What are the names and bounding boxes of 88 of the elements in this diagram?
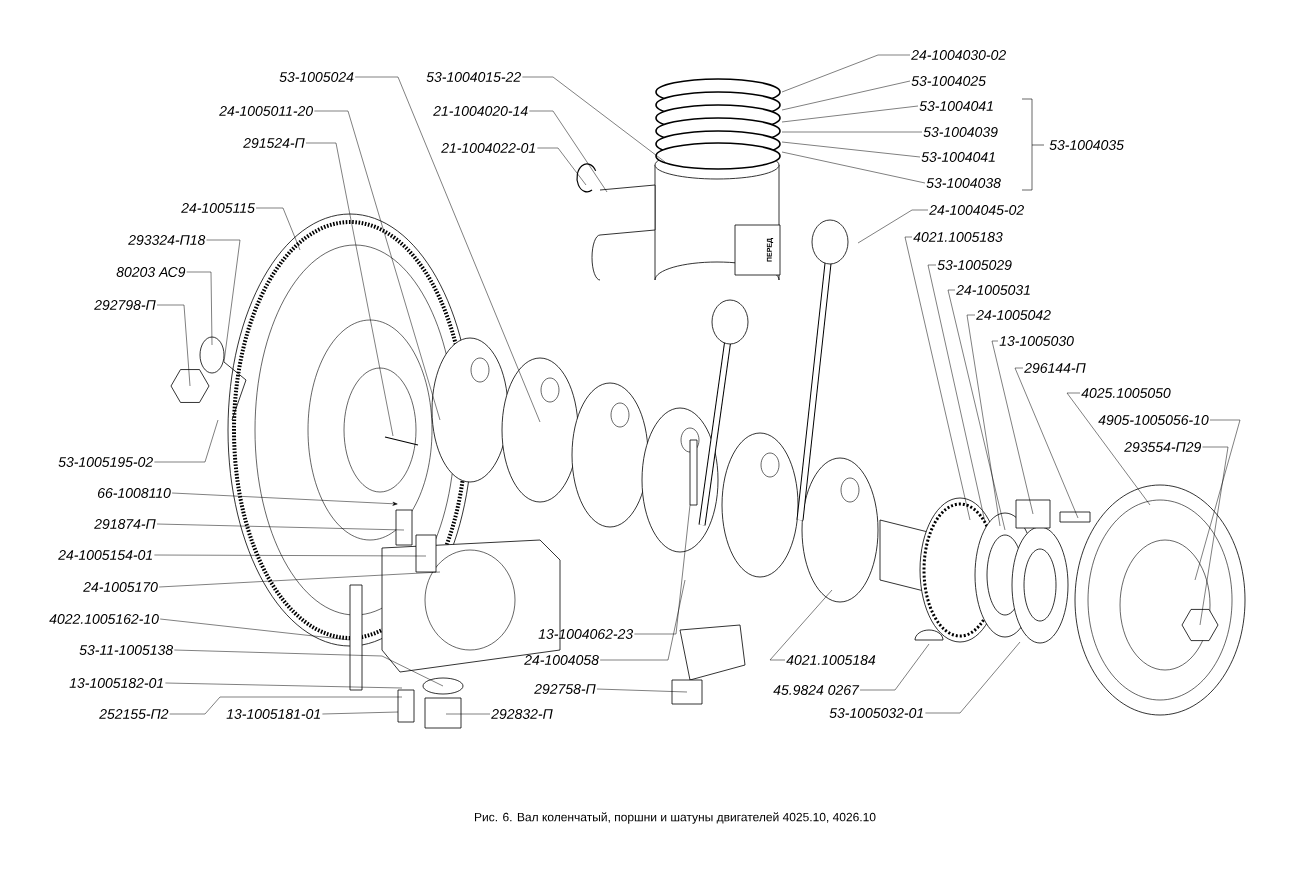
leader-line xyxy=(1194,419,1241,581)
leader-line xyxy=(314,110,441,421)
leader-line xyxy=(354,76,541,423)
leader-line xyxy=(599,579,686,661)
part-number: 291874-П xyxy=(94,519,156,529)
leader-line xyxy=(537,147,587,186)
leader-line xyxy=(445,713,491,715)
part-number: 53-1004025 xyxy=(911,76,986,86)
part-number: 21-1004022-01 xyxy=(441,143,535,153)
part-number: 291524-П xyxy=(243,138,305,148)
caption: Рис. 6. Вал коленчатый, поршни и шатуны двигателей 4025.10, 4026.10 xyxy=(475,812,876,824)
leader-line xyxy=(154,554,427,557)
leader-line xyxy=(769,589,833,661)
part-number: 53-1004038 xyxy=(926,178,1001,188)
leader-line xyxy=(169,696,403,715)
leader-line xyxy=(1014,367,1079,519)
part-number: 53-1005029 xyxy=(937,260,1012,270)
part-number: 24-1004030-02 xyxy=(911,50,1006,60)
part-number: 293554-П29 xyxy=(1124,442,1201,452)
part-number: 293324-П18 xyxy=(128,235,206,245)
part-number: 24-1005170 xyxy=(83,582,158,592)
part-number: 4025.1005050 xyxy=(1081,388,1171,398)
leader-line xyxy=(781,151,926,184)
part-number: 4021.1005184 xyxy=(786,655,876,665)
part-number: 66-1008110 xyxy=(98,488,171,498)
part-number: 80203 АС9 xyxy=(116,267,186,277)
leader-line xyxy=(1199,446,1229,626)
part-number: 24-1005115 xyxy=(181,203,255,213)
leader-line xyxy=(947,289,1006,531)
part-number: 24-1005031 xyxy=(956,285,1030,295)
leader-line xyxy=(529,110,608,193)
leader-line xyxy=(634,504,691,635)
part-number: 53-1004039 xyxy=(923,127,998,137)
part-number: 24-1004058 xyxy=(524,655,599,665)
leader-line xyxy=(1066,392,1151,506)
leader-line xyxy=(859,643,930,691)
part-number: 252155-П2 xyxy=(99,709,169,719)
part-number: 13-1005182-01 xyxy=(69,678,163,688)
part-number: 24-1005011-20 xyxy=(219,106,313,116)
leader-line xyxy=(206,239,241,363)
part-number: 13-1004062-23 xyxy=(538,629,634,639)
part-number: 53-1004035 xyxy=(1049,140,1124,150)
leader-line xyxy=(927,264,986,523)
part-number: 53-1005032-01 xyxy=(829,708,923,718)
part-number: 53-1004015-22 xyxy=(426,72,521,82)
part-number: 4905-1005056-10 xyxy=(1098,415,1209,425)
leader-line xyxy=(154,419,219,463)
leader-line xyxy=(322,711,399,715)
leader-line xyxy=(156,523,405,531)
part-number: 24-1005042 xyxy=(976,310,1051,320)
leader-line xyxy=(781,54,911,93)
part-number: 53-1005195-02 xyxy=(58,457,153,467)
part-number: 296144-П xyxy=(1024,363,1086,373)
leader-line xyxy=(781,141,921,158)
leader-line xyxy=(171,492,398,506)
leader-line xyxy=(781,80,911,111)
part-number: 13-1005030 xyxy=(999,336,1074,346)
leader-line xyxy=(522,76,666,163)
part-number: 13-1005181-01 xyxy=(226,709,320,719)
leader-line xyxy=(305,142,394,437)
part-number: 292832-П xyxy=(491,709,553,719)
leader-line xyxy=(991,340,1034,515)
part-number: 4021.1005183 xyxy=(913,232,1003,242)
leader-line xyxy=(904,236,971,521)
leader-line xyxy=(156,304,191,387)
part-number: 53-1004041 xyxy=(919,101,993,111)
part-number: 53-1005024 xyxy=(279,72,354,82)
leader-line xyxy=(781,105,919,123)
part-number: 292758-П xyxy=(534,684,596,694)
leader-line xyxy=(255,207,301,251)
leader-line xyxy=(186,271,213,346)
part-number: 45.9824 0267 xyxy=(773,685,860,695)
leader-line xyxy=(781,131,923,133)
leader-line xyxy=(165,682,403,689)
leader-line xyxy=(925,641,1021,714)
part-number: 21-1004020-14 xyxy=(433,106,528,116)
leader-line xyxy=(158,571,441,588)
part-number: 53-1004041 xyxy=(921,152,995,162)
leader-line xyxy=(159,618,351,641)
part-number: 24-1005154-01 xyxy=(58,550,152,560)
part-number: 292798-П xyxy=(94,300,156,310)
leader-line xyxy=(174,649,444,687)
leader-line xyxy=(857,209,929,244)
leader-line xyxy=(596,688,688,693)
leader-line xyxy=(966,314,1001,527)
part-number: 4022.1005162-10 xyxy=(49,614,159,624)
part-number: 24-1004045-02 xyxy=(929,205,1024,215)
part-number: 53-11-1005138 xyxy=(79,645,174,655)
